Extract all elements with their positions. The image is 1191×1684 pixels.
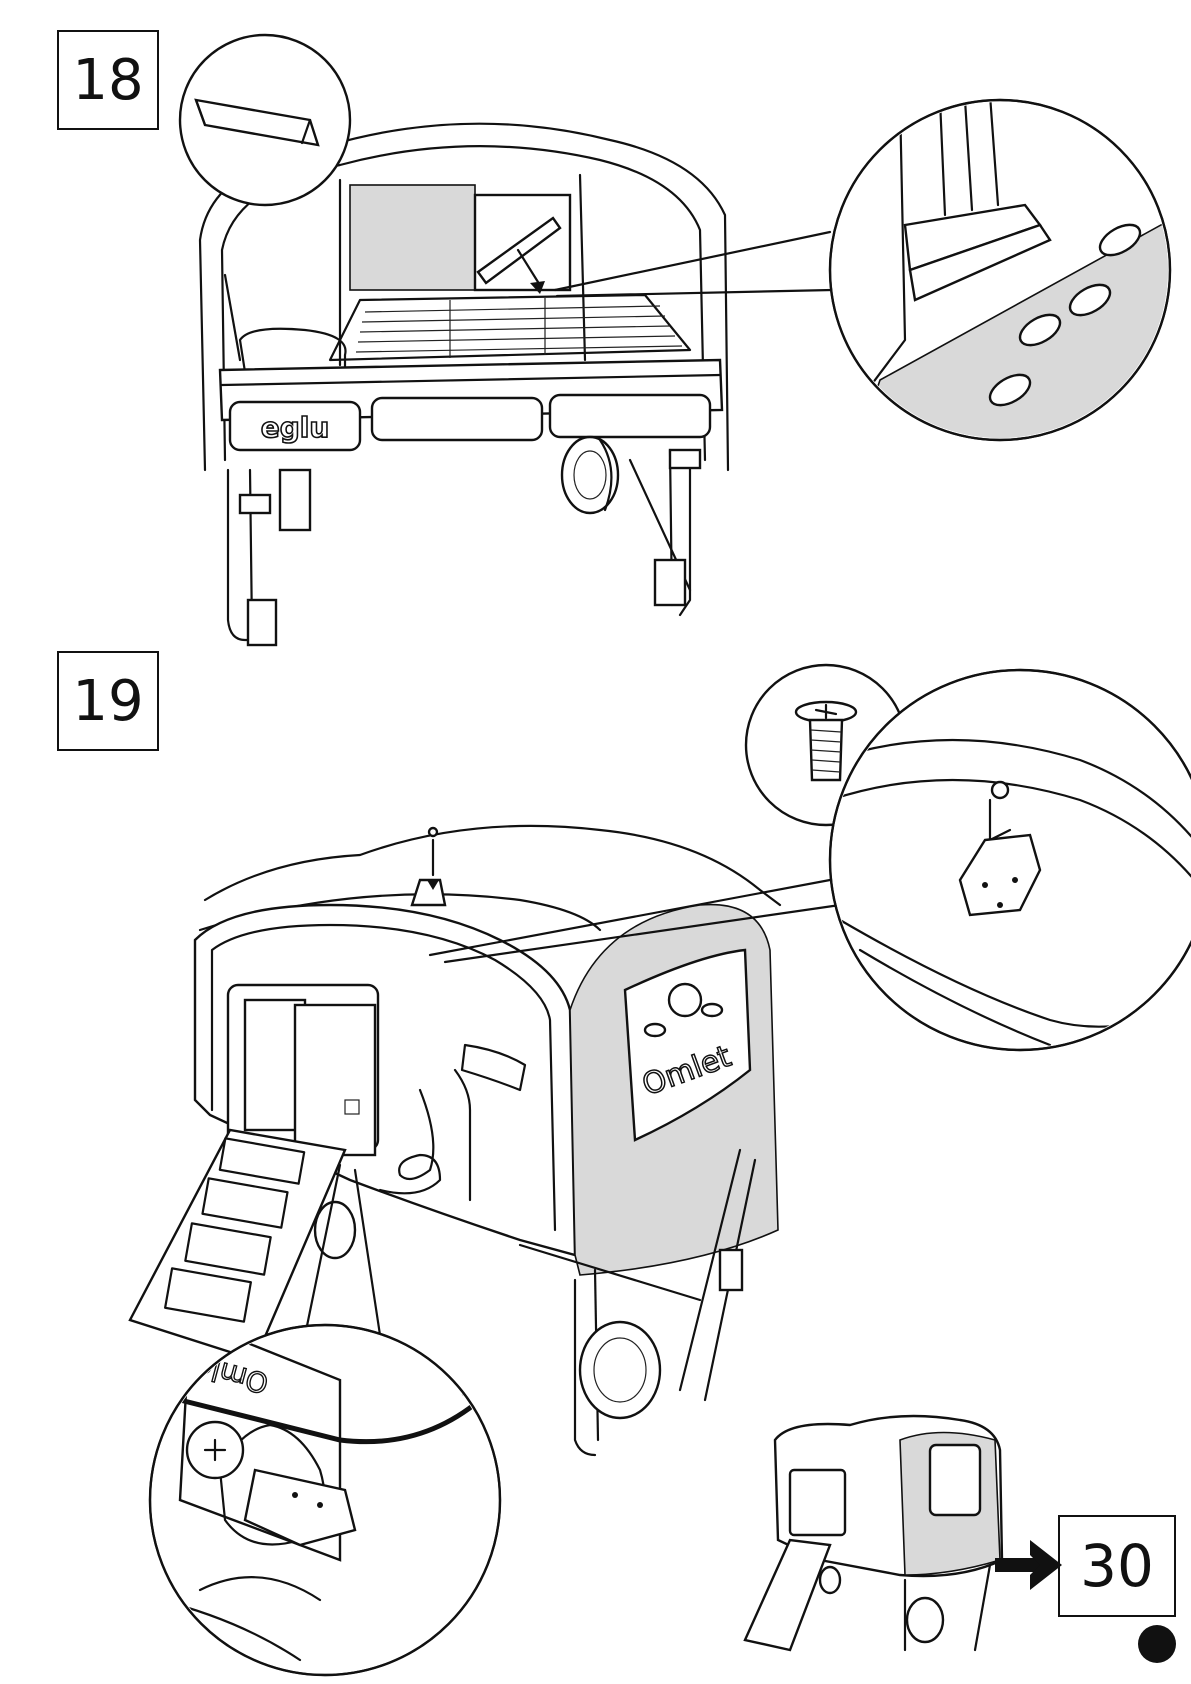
step19-illustration: Omlet [130,665,1191,1675]
filled-circle-icon [1138,1625,1176,1663]
step18-illustration: eglu [180,35,1170,645]
eglu-logo: eglu [261,411,330,444]
right-arrow-icon [995,1540,1062,1590]
completed-coop-preview [745,1416,1002,1650]
